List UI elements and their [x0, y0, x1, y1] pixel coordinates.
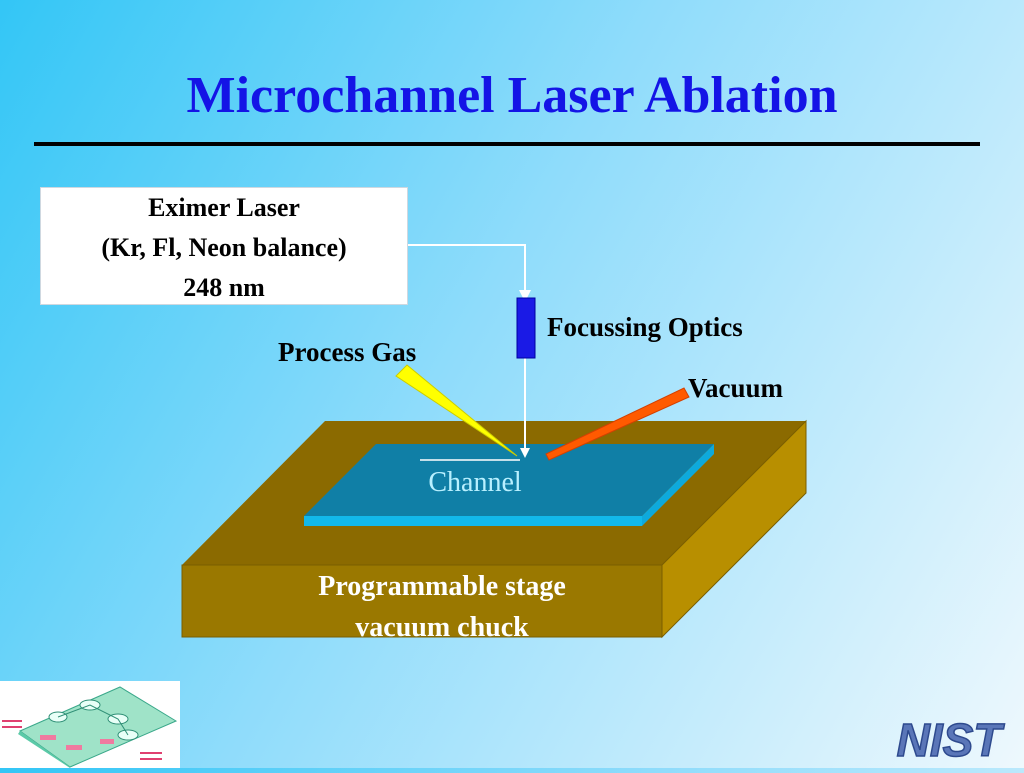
nist-logo-mark: NIST: [896, 713, 1006, 767]
laser-wavelength: 248 nm: [183, 273, 265, 302]
focussing-optics-lens: [516, 297, 536, 359]
process-gas-jet: [395, 364, 518, 457]
stage-label-line2: vacuum chuck: [355, 612, 529, 643]
vacuum-nozzle: [545, 387, 690, 461]
channel-side-face: [642, 444, 714, 526]
laser-beam-path: [408, 244, 526, 300]
channel-top-face: [304, 444, 714, 516]
stage-label: Programmable stage vacuum chuck: [182, 566, 702, 648]
slide-title: Microchannel Laser Ablation: [186, 67, 838, 124]
nist-logo: NIST: [878, 712, 1020, 768]
nist-logo-text: NIST: [897, 714, 1006, 766]
channel-front-face: [304, 516, 642, 526]
laser-beam-arrowhead: [519, 290, 531, 302]
laser-beam-focused-arrowhead: [520, 448, 530, 458]
focussing-optics-label: Focussing Optics: [547, 312, 743, 342]
laser-name: Eximer Laser: [148, 193, 300, 222]
chip-illustration: [2, 686, 178, 768]
title-divider: [34, 142, 980, 146]
laser-gas-mix: (Kr, Fl, Neon balance): [101, 233, 347, 262]
stage-side-face: [661, 419, 807, 639]
laser-source-box: Eximer Laser (Kr, Fl, Neon balance) 248 …: [40, 187, 408, 305]
microfluidic-chip-thumbnail: [0, 681, 180, 768]
vacuum-label: Vacuum: [688, 373, 784, 403]
channel-label: Channel: [428, 467, 522, 498]
process-gas-label: Process Gas: [278, 337, 417, 367]
stage-label-line1: Programmable stage: [318, 571, 566, 602]
